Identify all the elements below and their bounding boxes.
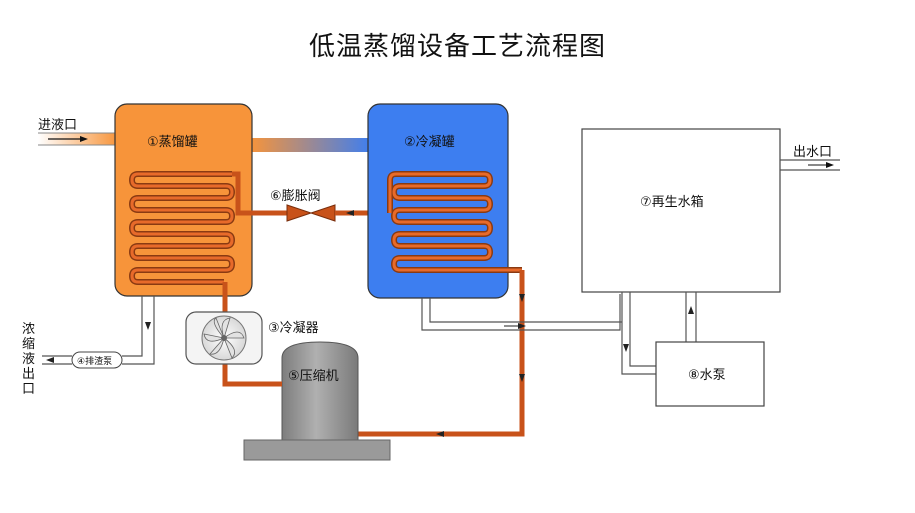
compressor-label: ⑤压缩机: [288, 368, 339, 384]
regenerated-water-tank: [581, 128, 781, 293]
inlet-label: 进液口: [38, 118, 77, 133]
flow-arrow-icon: [504, 323, 526, 329]
flow-arrow-icon: [519, 294, 525, 302]
expansion-valve-label: ⑥膨胀阀: [270, 189, 321, 204]
svg-text:缩: 缩: [22, 336, 35, 352]
svg-text:出: 出: [22, 367, 35, 382]
water-pump-label: ⑧水泵: [688, 368, 726, 383]
evaporator-label: ①蒸馏罐: [147, 135, 198, 150]
concentrate-outlet-pipe: [42, 355, 72, 365]
svg-text:浓: 浓: [22, 322, 35, 337]
flow-arrow-icon: [688, 306, 694, 314]
compressor: [243, 341, 391, 461]
condensing-tank-label: ②冷凝罐: [404, 134, 455, 150]
flow-arrow-icon: [346, 210, 354, 216]
refrigerant-pipe-valve-left: [232, 171, 290, 216]
slag-pump-label: ④排渣泵: [77, 355, 112, 367]
outlet-arrow-icon: [808, 162, 834, 168]
slag-pump-icon: [71, 351, 123, 369]
svg-text:液: 液: [22, 352, 35, 367]
expansion-valve-icon: [286, 204, 336, 222]
concentrate-outlet-label: 浓 缩 液 出 口: [22, 322, 35, 397]
inlet-pipe: [38, 132, 118, 146]
vapor-pipe: [250, 138, 372, 152]
pump-pipes: [621, 292, 697, 375]
page-title: 低温蒸馏设备工艺流程图: [308, 32, 606, 62]
flow-arrow-icon: [145, 322, 151, 330]
svg-text:口: 口: [22, 382, 35, 397]
inlet-arrow-icon: [48, 136, 88, 142]
distilled-water-pipe: [421, 294, 622, 331]
water-pump: [655, 341, 765, 407]
water-tank-label: ⑦再生水箱: [640, 194, 704, 210]
outlet-pipe: [780, 159, 840, 171]
condenser-fan-icon: [185, 311, 263, 365]
flow-arrow-icon: [46, 357, 54, 363]
flow-arrow-icon: [623, 344, 629, 352]
flow-arrow-icon: [519, 374, 525, 382]
concentrate-pipe: [122, 296, 155, 365]
outlet-label: 出水口: [793, 145, 832, 160]
condenser-label: ③冷凝器: [268, 320, 319, 336]
flow-arrow-icon: [436, 431, 444, 437]
